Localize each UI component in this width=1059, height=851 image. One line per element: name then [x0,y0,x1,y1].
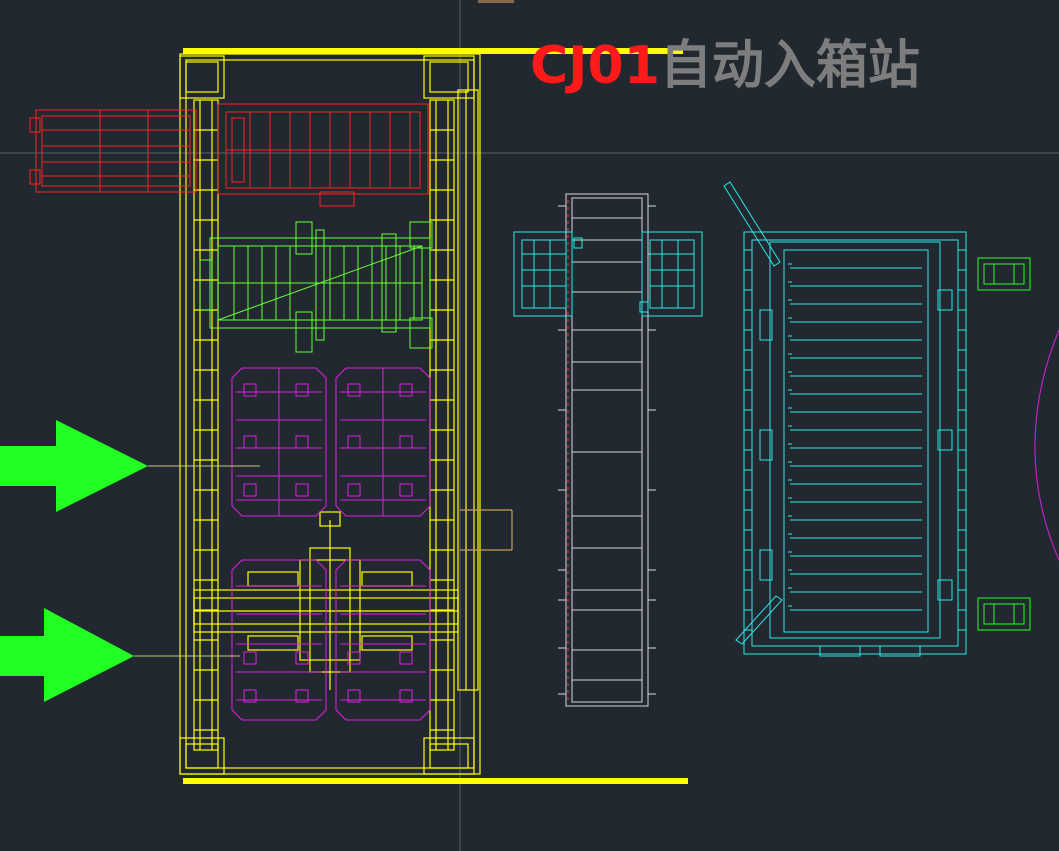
arrow-lower-icon [0,608,134,702]
station-name: 自动入箱站 [659,36,920,96]
red-infeed-conveyor[interactable] [29,103,429,207]
green-sensor-units [977,257,1031,631]
main-frame[interactable] [179,48,688,784]
sensor-top-icon [977,257,1031,291]
white-vertical-conveyor[interactable] [558,193,656,707]
pallet-upper-right[interactable] [335,367,431,517]
top-tab-mark [478,0,514,3]
cyan-transfer-unit[interactable] [513,231,703,317]
magenta-arc [1034,329,1059,561]
sensor-bottom-icon [977,597,1031,631]
arrow-upper-icon [0,420,148,512]
green-transfer-conveyor[interactable] [199,221,433,353]
station-code: CJ01 [530,36,660,96]
cyan-boxing-station[interactable] [723,181,967,657]
drawing-title: CJ01自动入箱站 [530,36,920,96]
pallet-upper-left[interactable] [231,367,327,517]
pallet-lower-left[interactable] [231,559,327,721]
pallet-lower-right[interactable] [335,559,431,721]
magenta-pallet-group[interactable] [231,367,431,721]
infeed-arrows [0,420,260,702]
